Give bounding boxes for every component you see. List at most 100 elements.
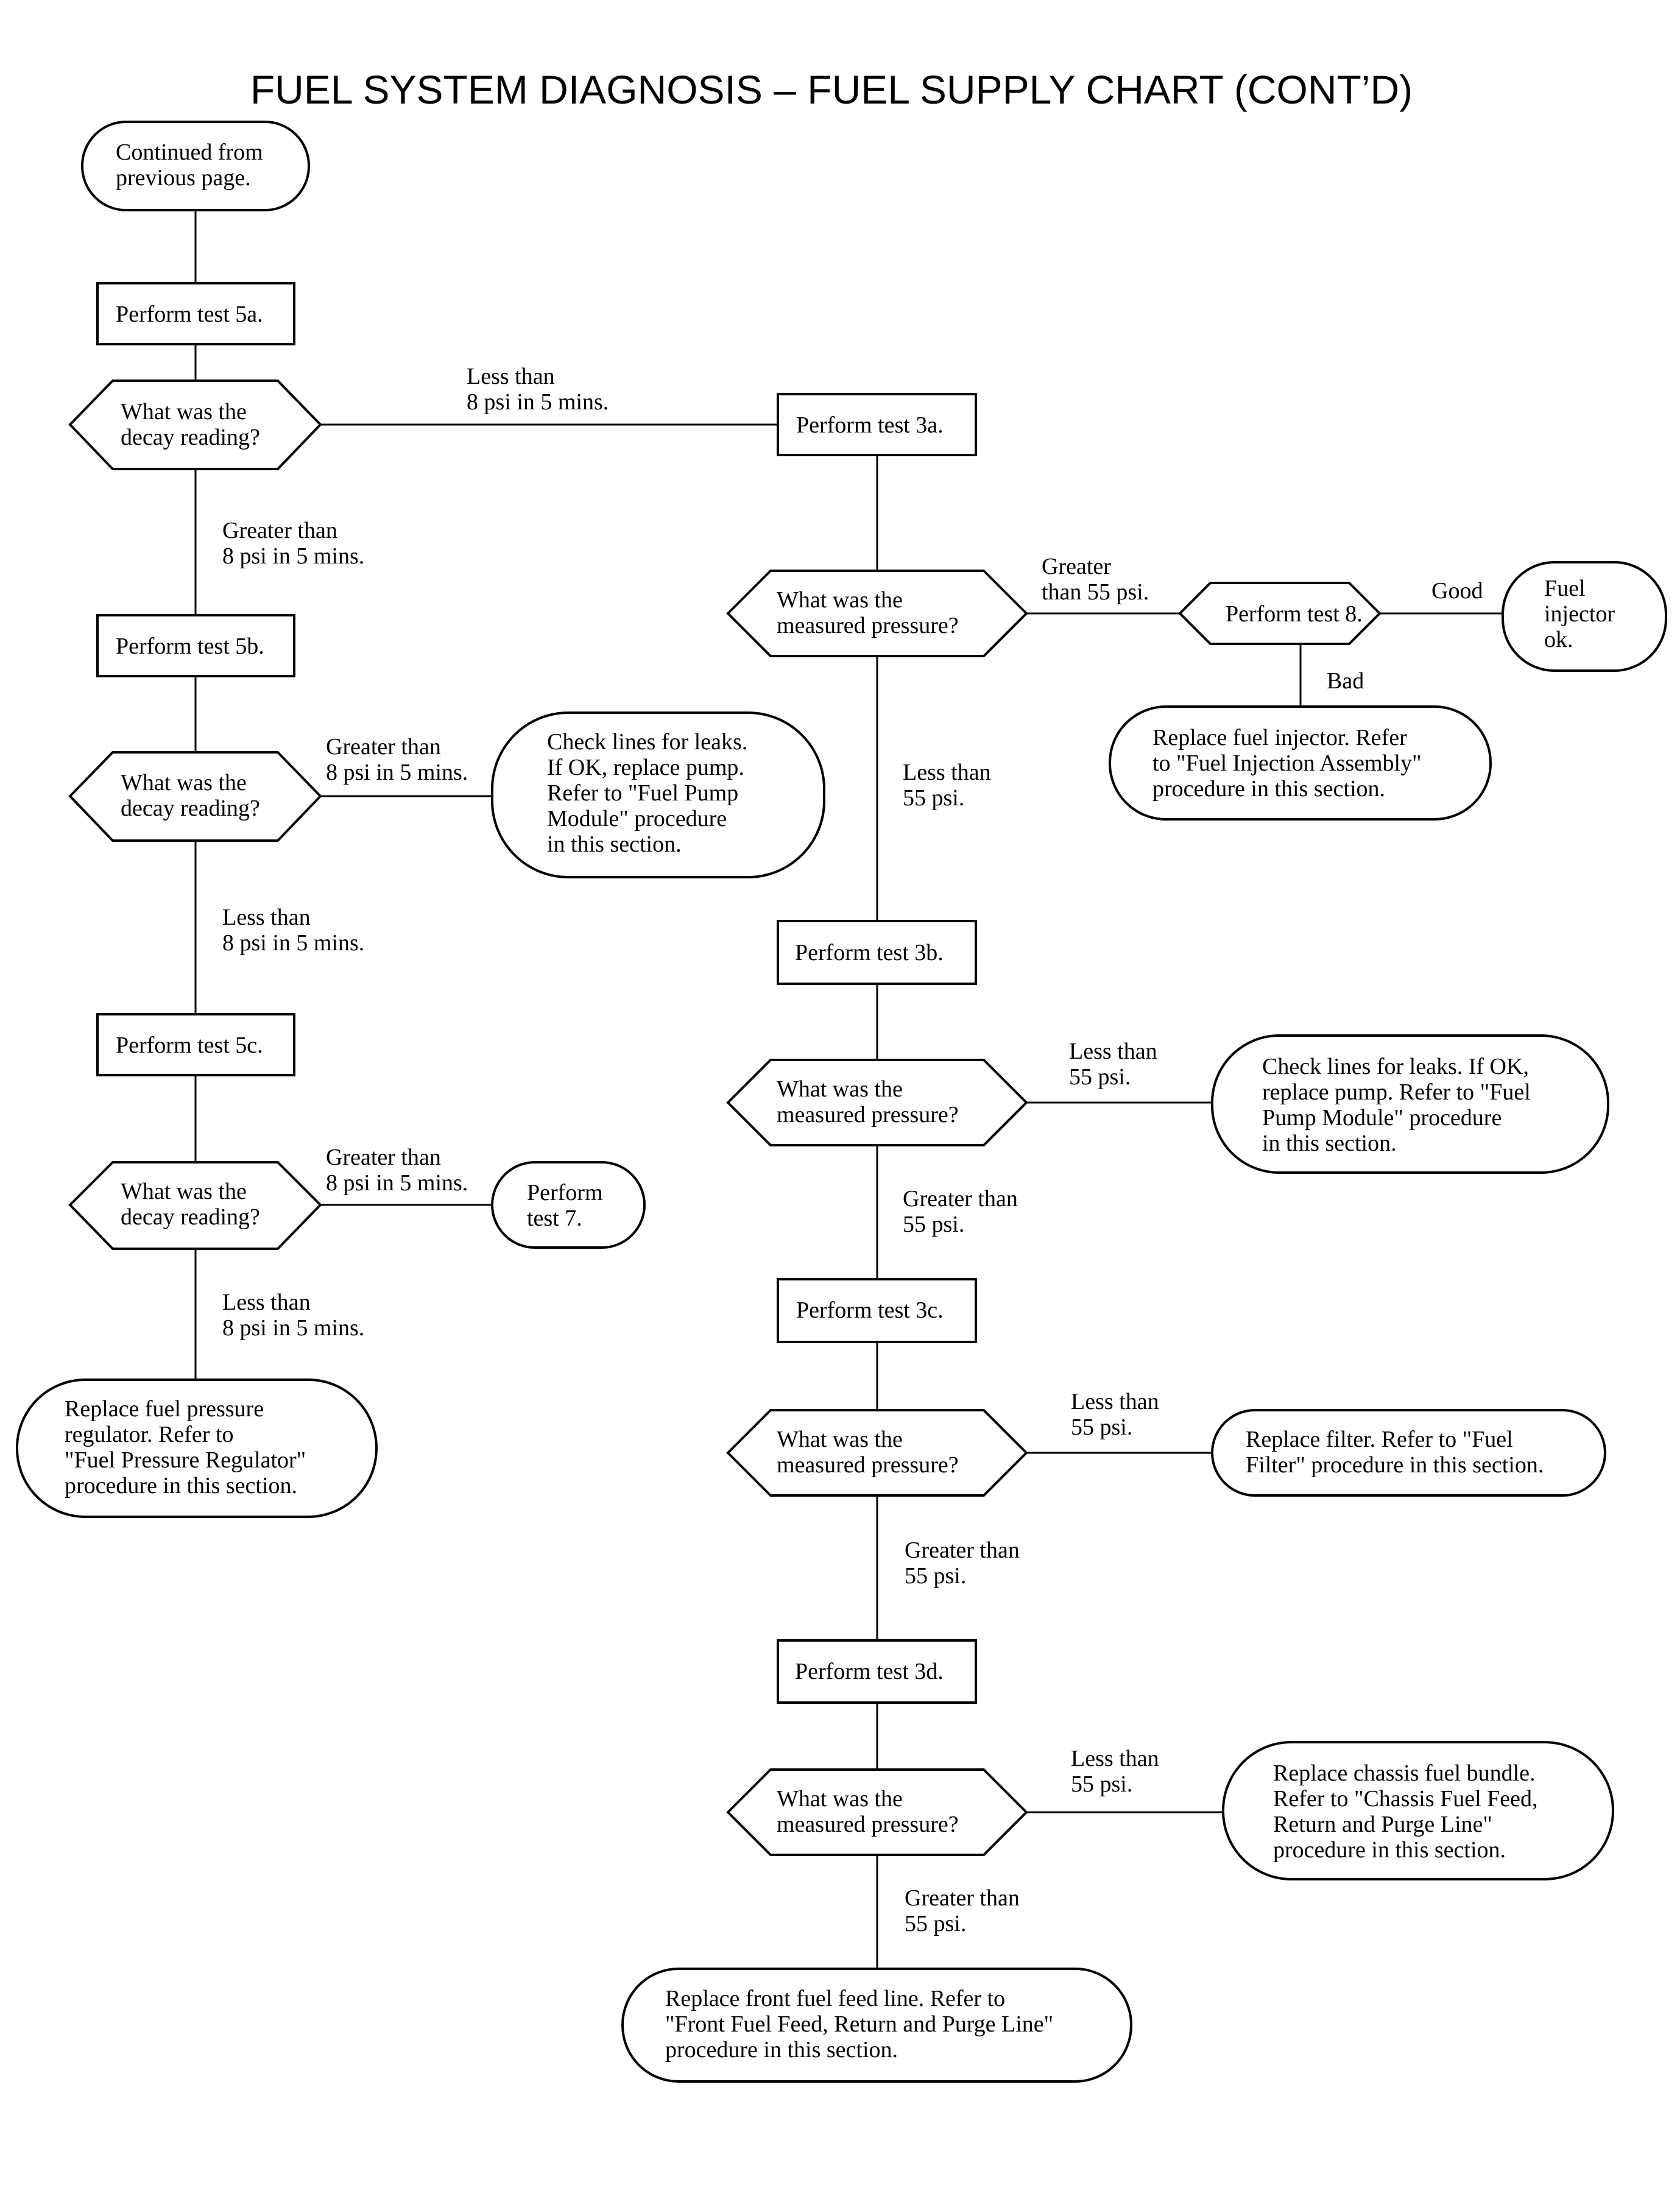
node-replace-injector-label-line-1: Replace fuel injector. Refer [1152, 725, 1407, 750]
node-decay3-decision [68, 1161, 322, 1250]
node-replace-injector-terminator [1109, 705, 1492, 821]
node-replace-injector-label-line-2: to "Fuel Injection Assembly" [1152, 750, 1422, 776]
node-pressure1-label-line-1: What was the [777, 587, 903, 613]
node-test5b-label-line-1: Perform test 5b. [116, 634, 264, 659]
node-check-leaks-2-terminator [1211, 1034, 1609, 1174]
node-pressure2-decision [726, 1059, 1028, 1146]
connector-lines [194, 210, 1503, 1969]
edge-label-pressure1-greater-line-2: than 55 psi. [1042, 579, 1149, 605]
edge-label-test8-good: Good [1431, 578, 1483, 604]
node-pressure1-decision [726, 570, 1028, 657]
node-check-leaks-1-label-line-3: Refer to "Fuel Pump [547, 780, 738, 806]
edge-label-pressure4-greater-line-2: 55 psi. [905, 1911, 966, 1936]
node-test7-label-line-1: Perform [527, 1180, 603, 1206]
node-check-leaks-1-terminator [491, 711, 825, 878]
edge-label-pressure1-greater-line-1: Greater [1042, 554, 1111, 579]
node-test5a-label: Perform test 5a. [116, 302, 263, 327]
node-start-label-line-1: Continued from [116, 139, 263, 165]
node-test5c-label: Perform test 5c. [116, 1033, 263, 1058]
node-injector-ok-label-line-3: ok. [1544, 627, 1573, 652]
node-check-leaks-2-label-line-3: Pump Module" procedure [1262, 1105, 1502, 1131]
edge-label-pressure3-greater-line-1: Greater than [905, 1537, 1020, 1563]
node-replace-front-line-label: Replace front fuel feed line. Refer to"F… [665, 1986, 1053, 2063]
node-replace-bundle-label-line-3: Return and Purge Line" [1273, 1812, 1492, 1837]
node-replace-front-line-label-line-1: Replace front fuel feed line. Refer to [665, 1986, 1005, 2011]
edge-label-decay2-greater-line-2: 8 psi in 5 mins. [326, 760, 468, 785]
node-test8-label-line-1: Perform test 8. [1226, 601, 1363, 627]
node-decay2-decision [68, 751, 322, 842]
node-test3c-label: Perform test 3c. [796, 1297, 944, 1323]
edge-label-pressure4-greater-line-1: Greater than [905, 1885, 1020, 1911]
node-check-leaks-1-label: Check lines for leaks.If OK, replace pum… [547, 729, 747, 857]
node-test3d-box [777, 1639, 977, 1704]
edge-label-decay3-less-line-2: 8 psi in 5 mins. [222, 1315, 364, 1341]
edge-label-pressure3-less-line-2: 55 psi. [1071, 1414, 1132, 1440]
edge-label-test8-good-line-1: Good [1431, 578, 1483, 604]
node-replace-regulator-label-line-2: regulator. Refer to [65, 1422, 234, 1447]
node-test7-label-line-2: test 7. [527, 1206, 582, 1231]
node-test3a-box [777, 393, 977, 456]
node-test3a-label-line-1: Perform test 3a. [796, 412, 944, 438]
node-decay2-label-line-2: decay reading? [121, 796, 260, 821]
edge-label-pressure2-less-line-1: Less than [1069, 1039, 1157, 1064]
edge-label-pressure1-less-line-1: Less than [903, 760, 991, 785]
edge-label-decay1-less-line-2: 8 psi in 5 mins. [467, 389, 609, 415]
node-replace-front-line-label-line-2: "Front Fuel Feed, Return and Purge Line" [665, 2011, 1053, 2037]
node-test3a-label: Perform test 3a. [796, 412, 944, 438]
node-check-leaks-1-label-line-5: in this section. [547, 831, 682, 857]
node-pressure3-decision [726, 1409, 1028, 1497]
edge-label-pressure2-greater-line-1: Greater than [903, 1186, 1018, 1212]
node-check-leaks-2-label-line-1: Check lines for leaks. If OK, [1262, 1054, 1529, 1079]
node-pressure4-decision [726, 1768, 1028, 1856]
node-injector-ok-label-line-2: injector [1544, 601, 1615, 627]
edge-label-pressure3-less-line-1: Less than [1071, 1389, 1159, 1414]
node-test3b-label-line-1: Perform test 3b. [795, 940, 944, 966]
node-replace-injector-label-line-3: procedure in this section. [1152, 776, 1385, 802]
node-pressure3-label-line-1: What was the [777, 1427, 903, 1452]
edge-label-decay1-less-line-1: Less than [467, 364, 555, 389]
edge-label-pressure2-greater-line-2: 55 psi. [903, 1212, 964, 1237]
node-replace-bundle-label: Replace chassis fuel bundle.Refer to "Ch… [1273, 1760, 1538, 1863]
node-replace-filter-terminator [1211, 1409, 1606, 1497]
node-pressure4-label-line-2: measured pressure? [777, 1812, 959, 1837]
shapes [16, 121, 1667, 2083]
node-test3c-box [777, 1278, 977, 1343]
node-start-terminator [81, 121, 310, 211]
node-check-leaks-2-label-line-2: replace pump. Refer to "Fuel [1262, 1079, 1531, 1105]
edge-label-decay1-greater-line-1: Greater than [222, 518, 337, 543]
node-test5b-box [96, 614, 295, 677]
node-decay3-label-line-2: decay reading? [121, 1204, 260, 1230]
node-replace-filter-label-line-1: Replace filter. Refer to "Fuel [1246, 1427, 1513, 1452]
node-check-leaks-1-label-line-2: If OK, replace pump. [547, 755, 744, 780]
node-decay1-decision [68, 380, 322, 470]
node-check-leaks-1-label-line-1: Check lines for leaks. [547, 729, 747, 755]
edge-label-pressure4-less-line-1: Less than [1071, 1746, 1159, 1771]
node-pressure2-label-line-1: What was the [777, 1076, 903, 1102]
node-test5b-label: Perform test 5b. [116, 634, 264, 659]
